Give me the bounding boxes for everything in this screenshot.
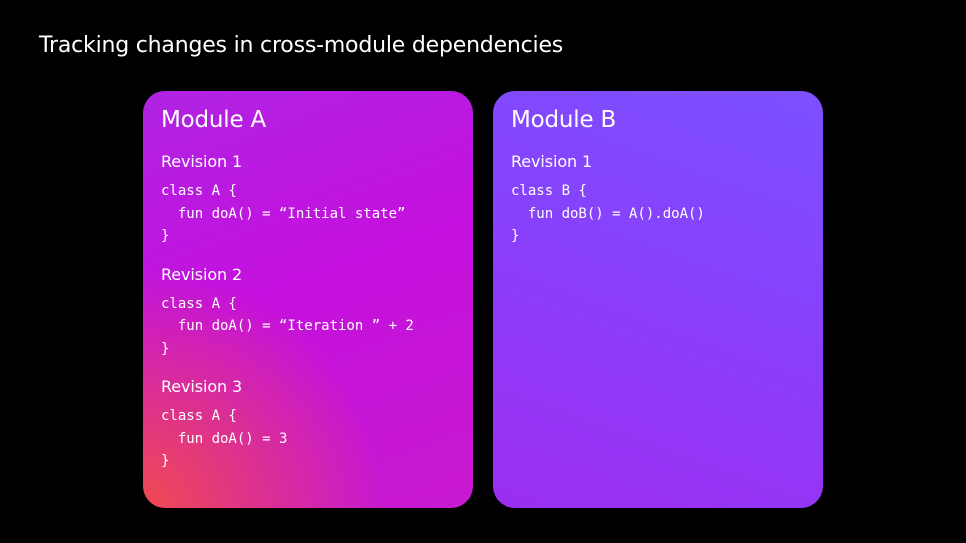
code-line: class B { [511, 183, 587, 199]
module-a-revision-3: Revision 3 class A { fun doA() = 3 } [161, 378, 455, 473]
code-line: class A { [161, 295, 237, 312]
module-a-revision-1: Revision 1 class A { fun doA() = “Initia… [161, 153, 455, 248]
code-block: class B { fun doB() = A().doA() } [511, 180, 805, 248]
module-b-card: Module B Revision 1 class B { fun doB() … [493, 91, 823, 508]
slide-title: Tracking changes in cross-module depende… [39, 33, 564, 58]
module-b-title: Module B [511, 107, 617, 133]
revision-label: Revision 2 [161, 264, 243, 284]
code-line: } [511, 228, 520, 244]
revision-label: Revision 1 [161, 152, 243, 171]
code-line: class A { [161, 183, 237, 199]
code-line: } [161, 453, 170, 469]
code-block: class A { fun doA() = “Iteration ” + 2 } [161, 293, 455, 361]
module-b-revision-1: Revision 1 class B { fun doB() = A().doA… [511, 153, 805, 248]
module-a-revision-2: Revision 2 class A { fun doA() = “Iterat… [161, 264, 455, 361]
code-line: fun doA() = 3 [161, 430, 288, 447]
revision-label: Revision 3 [161, 377, 243, 396]
code-block: class A { fun doA() = 3 } [161, 405, 455, 473]
code-line: } [161, 340, 170, 357]
code-line: } [161, 228, 170, 244]
code-line: fun doB() = A().doA() [511, 205, 705, 222]
revision-label: Revision 1 [511, 152, 593, 171]
code-line: fun doA() = “Iteration ” + 2 [161, 318, 414, 334]
code-block: class A { fun doA() = “Initial state” } [161, 180, 455, 248]
code-line: class A { [161, 408, 237, 424]
module-a-title: Module A [161, 107, 267, 133]
module-a-card: Module A Revision 1 class A { fun doA() … [143, 91, 473, 508]
code-line: fun doA() = “Initial state” [161, 205, 406, 222]
